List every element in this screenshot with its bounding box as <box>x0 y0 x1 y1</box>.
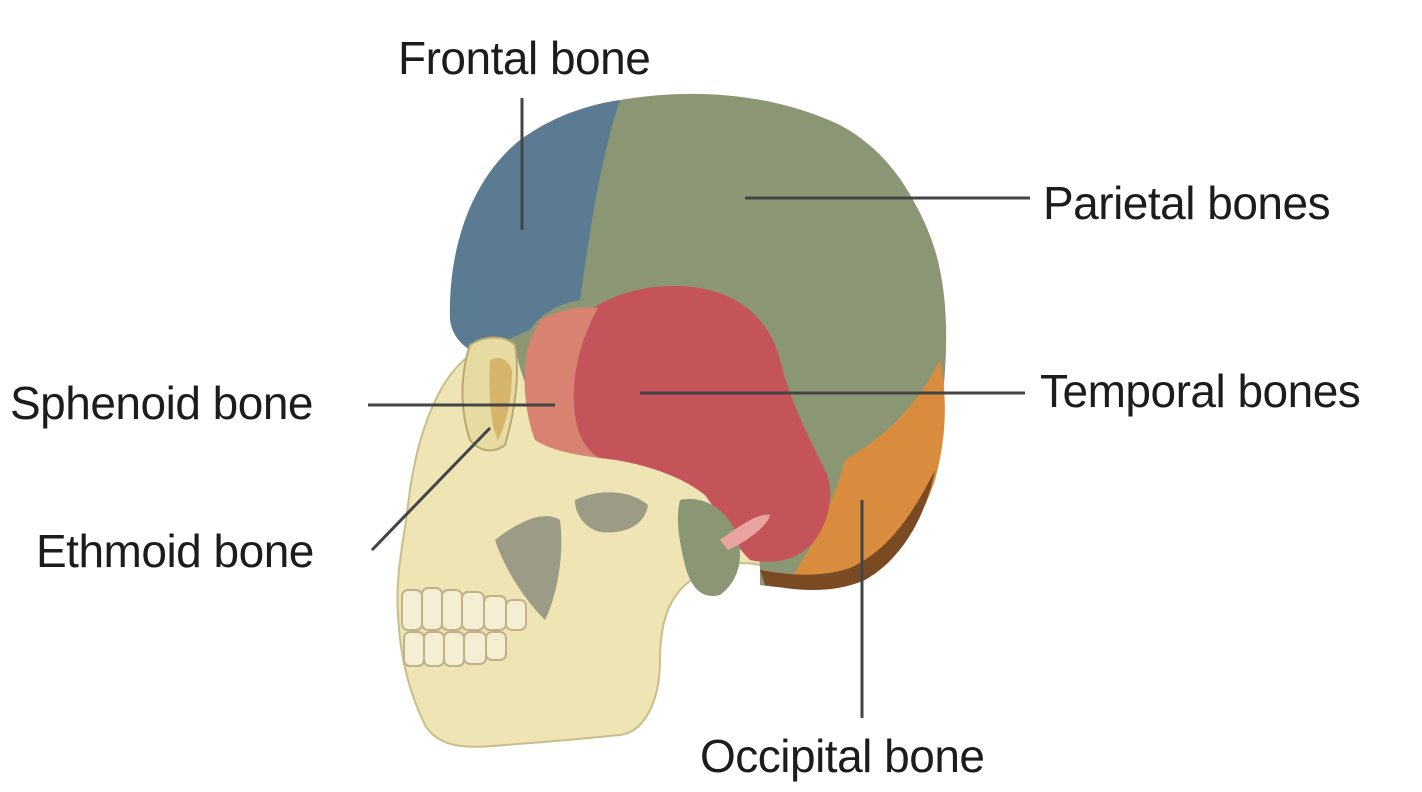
ethmoid-bone-label: Ethmoid bone <box>36 528 314 574</box>
temporal-bones-label: Temporal bones <box>1040 368 1360 414</box>
sphenoid-bone-label: Sphenoid bone <box>10 380 313 426</box>
occipital-bone-label: Occipital bone <box>700 733 985 779</box>
parietal-bones-label: Parietal bones <box>1043 180 1330 226</box>
frontal-bone-label: Frontal bone <box>398 35 650 81</box>
